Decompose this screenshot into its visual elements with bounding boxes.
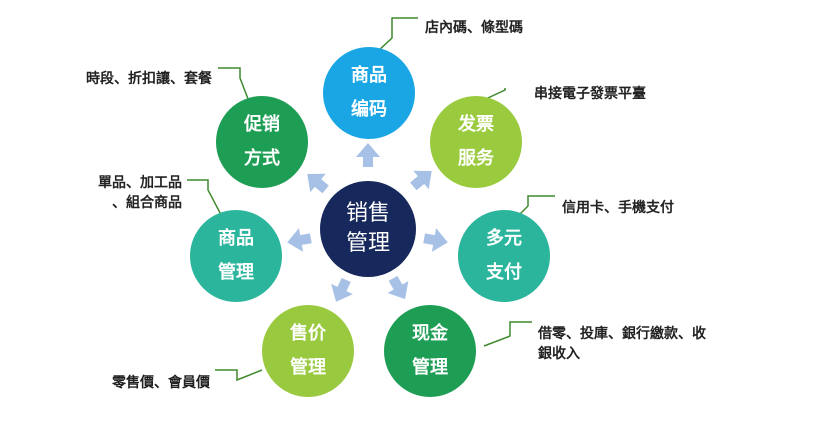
arrow-right-icon — [423, 228, 448, 252]
center-node-sales-management: 销售 管理 — [320, 181, 416, 277]
node-label-line1: 发票 — [458, 114, 494, 135]
note-cash-management: 借零、投庫、銀行繳款、收 銀收入 — [538, 324, 706, 364]
callout-line-pricing — [215, 369, 263, 382]
note-cash-line2: 銀收入 — [538, 346, 580, 362]
note-pricing: 零售價、會員價 — [112, 375, 210, 391]
callout-line-product-management — [187, 179, 229, 229]
node-invoice-service: 发票 服务 — [430, 96, 522, 188]
node-label-line1: 商品 — [351, 65, 387, 86]
note-product-coding: 店內碼、條型碼 — [425, 20, 523, 36]
node-label-line1: 商品 — [218, 228, 254, 249]
arrow-up-left-icon — [307, 173, 329, 194]
node-label-line2: 编码 — [351, 99, 387, 120]
node-label-line2: 管理 — [218, 262, 254, 283]
arrow-down-left-icon — [331, 277, 353, 302]
arrow-up-icon — [356, 143, 380, 167]
node-label-line2: 服务 — [458, 148, 494, 169]
callout-line-promotion — [218, 67, 251, 105]
center-label-line1: 销售 — [345, 201, 390, 226]
callout-line-cash — [483, 321, 532, 347]
node-product-management: 商品 管理 — [190, 210, 282, 302]
note-product-management: 單品、加工品 、組合商品 — [40, 173, 182, 213]
node-label-line2: 管理 — [412, 357, 448, 378]
callout-line-product-coding — [376, 17, 418, 53]
node-multi-payment: 多元 支付 — [458, 210, 550, 302]
node-product-coding: 商品 编码 — [323, 47, 415, 139]
note-product-line2: 、組合商品 — [112, 195, 182, 211]
center-label-line2: 管理 — [345, 231, 390, 256]
node-cash-management: 现金 管理 — [384, 305, 476, 397]
arrow-up-right-icon — [410, 170, 432, 191]
node-label-line1: 多元 — [486, 228, 522, 249]
node-label-line2: 管理 — [290, 357, 326, 378]
note-invoice-service: 串接電子發票平臺 — [534, 86, 646, 102]
note-product-line1: 單品、加工品 — [98, 175, 182, 191]
note-multi-payment: 信用卡、手機支付 — [562, 200, 674, 216]
note-cash-line1: 借零、投庫、銀行繳款、收 — [538, 326, 706, 342]
node-label-line2: 方式 — [244, 148, 280, 169]
node-label-line1: 现金 — [412, 323, 448, 344]
node-label-line1: 售价 — [290, 323, 326, 344]
node-label-line1: 促销 — [244, 114, 280, 135]
arrow-left-icon — [287, 228, 312, 252]
arrow-down-right-icon — [387, 275, 409, 300]
note-promotion-method: 時段、折扣讓、套餐 — [86, 71, 212, 87]
node-promotion-method: 促销 方式 — [216, 96, 308, 188]
node-label-line2: 支付 — [486, 262, 522, 283]
node-pricing: 售价 管理 — [262, 305, 354, 397]
